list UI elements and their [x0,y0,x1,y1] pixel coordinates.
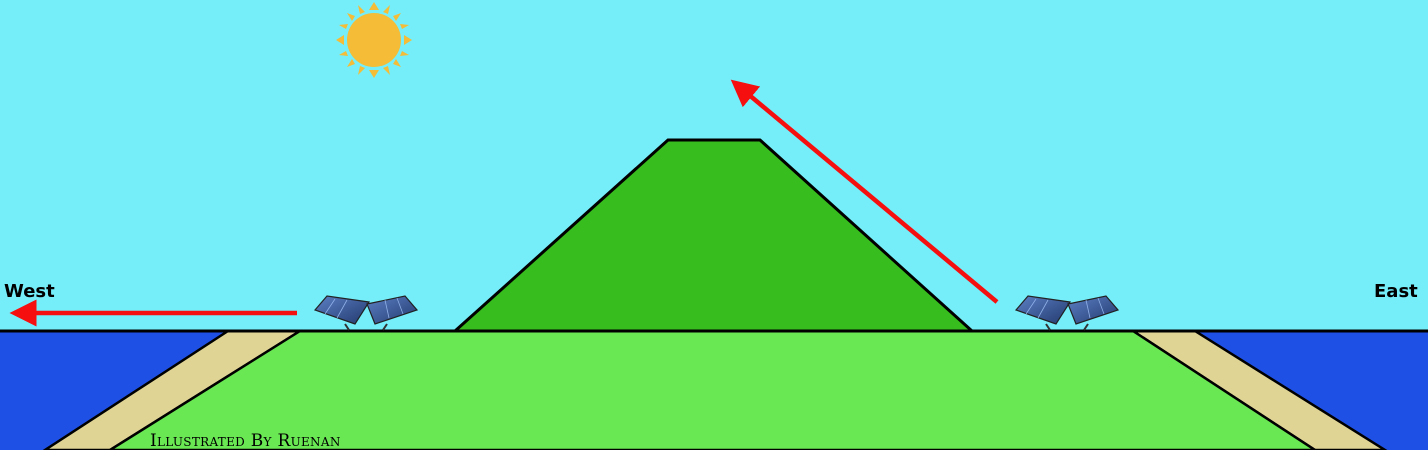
east-label: East [1374,281,1418,302]
sun-icon [336,2,412,78]
solar-panel-icon [1014,295,1120,331]
west-label: West [4,281,55,302]
solar-panel-icon [313,295,419,331]
uphill-arrow [730,79,999,304]
credit-text: Illustrated By Ruenan [150,431,341,450]
